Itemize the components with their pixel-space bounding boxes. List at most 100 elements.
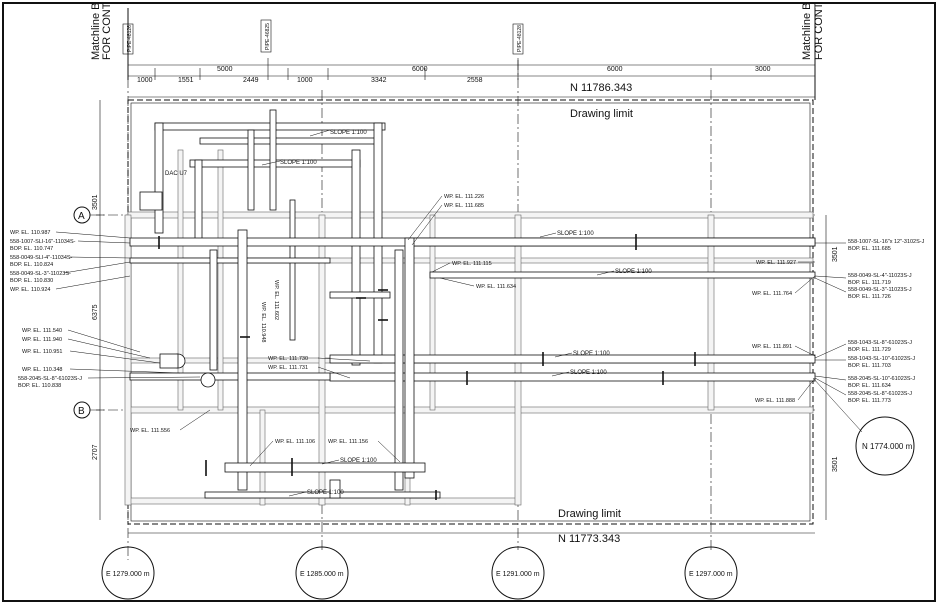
dim-left-2: 6375 [92, 304, 99, 320]
mid-note-3: WP. EL. 111.115 [452, 261, 492, 267]
right-note-16: 558-2045-SL-8"-61023S-J [848, 391, 912, 397]
right-note-8: WP. EL. 111.764 [752, 291, 792, 297]
east-bubble-2 [295, 546, 349, 600]
east-bubble-4 [684, 546, 738, 600]
north-top: N 11786.343 [570, 82, 632, 94]
matchline-left-text-1: Matchline B [90, 3, 102, 60]
mid-note-4: WP. EL. 111.634 [476, 284, 516, 290]
dim-left-1: 3501 [92, 194, 99, 210]
matchline-right-text-2: FOR CONT [813, 2, 825, 60]
left-note-11: WP. EL. 110.951 [22, 349, 62, 355]
mid-note-7: WP. EL. 111.556 [130, 428, 170, 434]
drawing-limit-bottom: Drawing limit [558, 508, 621, 520]
right-note-13: BOP. EL. 111.703 [848, 363, 891, 369]
matchline-left: Matchline B FOR CONT [90, 2, 129, 80]
mid-note-1: WP. EL. 111.226 [444, 194, 484, 200]
right-note-3: WP. EL. 111.927 [756, 260, 796, 266]
right-note-6: 558-0049-SL-3"-11023S-J [848, 287, 912, 293]
left-note-12: WP. EL. 110.348 [22, 367, 62, 373]
grid-lines [90, 60, 815, 560]
dim-top-6: 3342 [371, 77, 387, 84]
slope-5: SLOPE 1:100 [573, 351, 610, 357]
east-bubble-3-label: E 1291.000 m [496, 571, 540, 578]
pipe-tag-2: PIPE-46825 [265, 23, 271, 50]
pipe-tag-3: PIPE-48128 [517, 25, 523, 52]
dim-top-10: 3000 [755, 66, 771, 73]
left-note-10: WP. EL. 111.940 [22, 337, 62, 343]
slope-7: SLOPE 1:100 [340, 458, 377, 464]
dim-top-7: 6000 [412, 66, 428, 73]
east-bubble-3 [491, 546, 545, 600]
left-notes: WP. EL. 110.987 558-1007-SLI-16"-11034S-… [10, 230, 201, 389]
slope-3: SLOPE 1:100 [557, 231, 594, 237]
east-bubble-1 [101, 546, 155, 600]
right-note-4: 558-0049-SL-4"-11023S-J [848, 273, 912, 279]
mid-note-8: WP. EL. 111.106 [275, 439, 315, 445]
north-bubble-right: N 1774.000 m [812, 377, 915, 476]
matchline-right: Matchline B FOR CONT [801, 2, 825, 100]
top-dimension-chain: 1000 1551 5000 2449 1000 3342 6000 2558 … [127, 58, 816, 84]
east-bubble-1-label: E 1279.000 m [106, 571, 150, 578]
right-note-5: BOP. EL. 111.719 [848, 280, 891, 286]
left-note-4: 558-0049-SLI-4"-11034S- [10, 255, 73, 261]
dim-top-5: 1000 [297, 77, 313, 84]
dim-top-3: 5000 [217, 66, 233, 73]
left-note-2: 558-1007-SLI-16"-11034S- [10, 239, 76, 245]
north-right-label: N 1774.000 m [862, 442, 913, 451]
east-bubble-2-label: E 1285.000 m [300, 571, 344, 578]
right-dimension-chain: 3501 3501 [825, 215, 839, 520]
left-note-6: 558-0049-SL-3"-11023S- [10, 271, 71, 277]
dim-top-8: 2558 [467, 77, 483, 84]
dim-right-2: 3501 [832, 456, 839, 472]
mid-note-5: WP. EL. 111.730 [268, 356, 308, 362]
mid-note-9: WP. EL. 111.156 [328, 439, 368, 445]
dim-left-3: 2707 [92, 444, 99, 460]
left-note-9: WP. EL. 111.540 [22, 328, 62, 334]
east-bubbles: E 1279.000 m E 1285.000 m E 1291.000 m E… [101, 546, 738, 600]
pipe-tags: PIPE-48126 PIPE-46825 PIPE-48128 [122, 19, 524, 55]
matchline-right-text-1: Matchline B [801, 3, 813, 60]
right-note-17: BOP. EL. 111.773 [848, 398, 891, 404]
right-note-14: 558-2045-SL-10"-61023S-J [848, 376, 915, 382]
equipment-tag: DAC U7 [165, 171, 188, 177]
east-bubble-4-label: E 1297.000 m [689, 571, 733, 578]
dim-top-4: 2449 [243, 77, 259, 84]
left-note-1: WP. EL. 110.987 [10, 230, 50, 236]
mid-notes: WP. EL. 111.226 WP. EL. 111.685 WP. EL. … [130, 194, 516, 467]
right-note-9: WP. EL. 111.891 [752, 344, 792, 350]
drawing-limit-top: Drawing limit [570, 108, 633, 120]
right-note-15: BOP. EL. 111.634 [848, 383, 891, 389]
grid-b-label: B [78, 406, 85, 417]
grid-bubble-a: A [73, 206, 91, 224]
north-bottom: N 11773.343 [558, 533, 620, 545]
flanges [158, 234, 696, 500]
left-note-13: 558-2045-SL-8"-61023S-J [18, 376, 82, 382]
drawing-limit-frame [127, 99, 814, 525]
mid-note-2: WP. EL. 111.685 [444, 203, 484, 209]
left-dimension-chain: 3501 6375 2707 [92, 100, 104, 520]
slope-2: SLOPE 1:100 [280, 160, 317, 166]
slope-6: SLOPE 1:100 [570, 370, 607, 376]
left-note-3: BOP. EL. 110.747 [10, 246, 53, 252]
slope-labels: SLOPE 1:100 SLOPE 1:100 SLOPE 1:100 SLOP… [261, 129, 652, 497]
mid-note-6: WP. EL. 111.731 [268, 365, 308, 371]
left-note-5: BOP. EL. 110.824 [10, 262, 53, 268]
left-note-8: WP. EL. 110.924 [10, 287, 50, 293]
slope-4: SLOPE 1:100 [615, 269, 652, 275]
dim-top-2: 1551 [178, 77, 194, 84]
right-note-12: 558-1043-SL-10"-61023S-J [848, 356, 915, 362]
grid-a-label: A [78, 211, 85, 222]
dim-top-9: 6000 [607, 66, 623, 73]
dim-top-1: 1000 [137, 77, 153, 84]
grid-bubble-b: B [73, 401, 91, 419]
left-note-7: BOP. EL. 110.830 [10, 278, 53, 284]
right-note-1: 558-1007-SL-16"x 12"-3102S-J [848, 239, 925, 245]
slope-1: SLOPE 1:100 [330, 130, 367, 136]
right-note-10: 558-1043-SL-8"-61023S-J [848, 340, 912, 346]
right-note-2: BOP. EL. 111.685 [848, 246, 891, 252]
right-note-11: BOP. EL. 111.729 [848, 347, 891, 353]
mid-note-11: WP. EL. 111.602 [273, 280, 279, 320]
piping [129, 109, 816, 499]
